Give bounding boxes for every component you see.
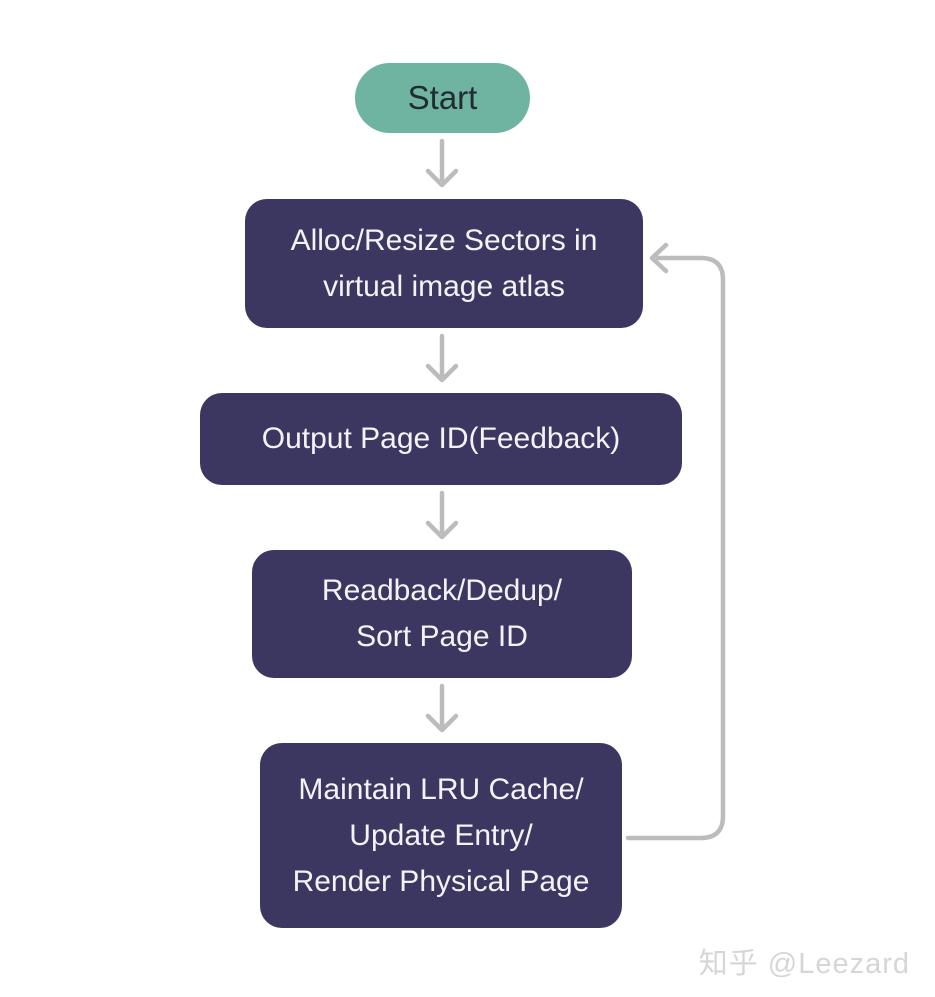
arrow-feedback-loop [625,242,726,841]
arrow-readback-to-maintain [425,683,459,733]
node-text-line: Alloc/Resize Sectors in [290,223,598,257]
node-text-line: Render Physical Page [292,864,590,898]
node-alloc-resize-sectors: Alloc/Resize Sectors in virtual image at… [245,199,643,328]
node-maintain-lru-cache: Maintain LRU Cache/ Update Entry/ Render… [260,743,622,928]
node-start: Start [355,63,530,133]
zhihu-watermark: 知乎 @Leezard [698,948,910,980]
node-readback-dedup-sort: Readback/Dedup/ Sort Page ID [252,550,632,678]
arrow-alloc-to-output [425,333,459,383]
node-text-line: Update Entry/ [349,818,533,852]
node-text-line: Output Page ID(Feedback) [261,422,621,455]
node-text-line: Readback/Dedup/ [321,574,563,607]
arrow-output-to-readback [425,490,459,540]
node-text-line: Maintain LRU Cache/ [298,772,584,806]
arrow-start-to-alloc [425,138,459,188]
node-output-page-id: Output Page ID(Feedback) [200,393,682,485]
node-text-line: virtual image atlas [323,269,565,303]
node-start-label: Start [407,79,478,116]
node-text-line: Sort Page ID [356,620,528,653]
